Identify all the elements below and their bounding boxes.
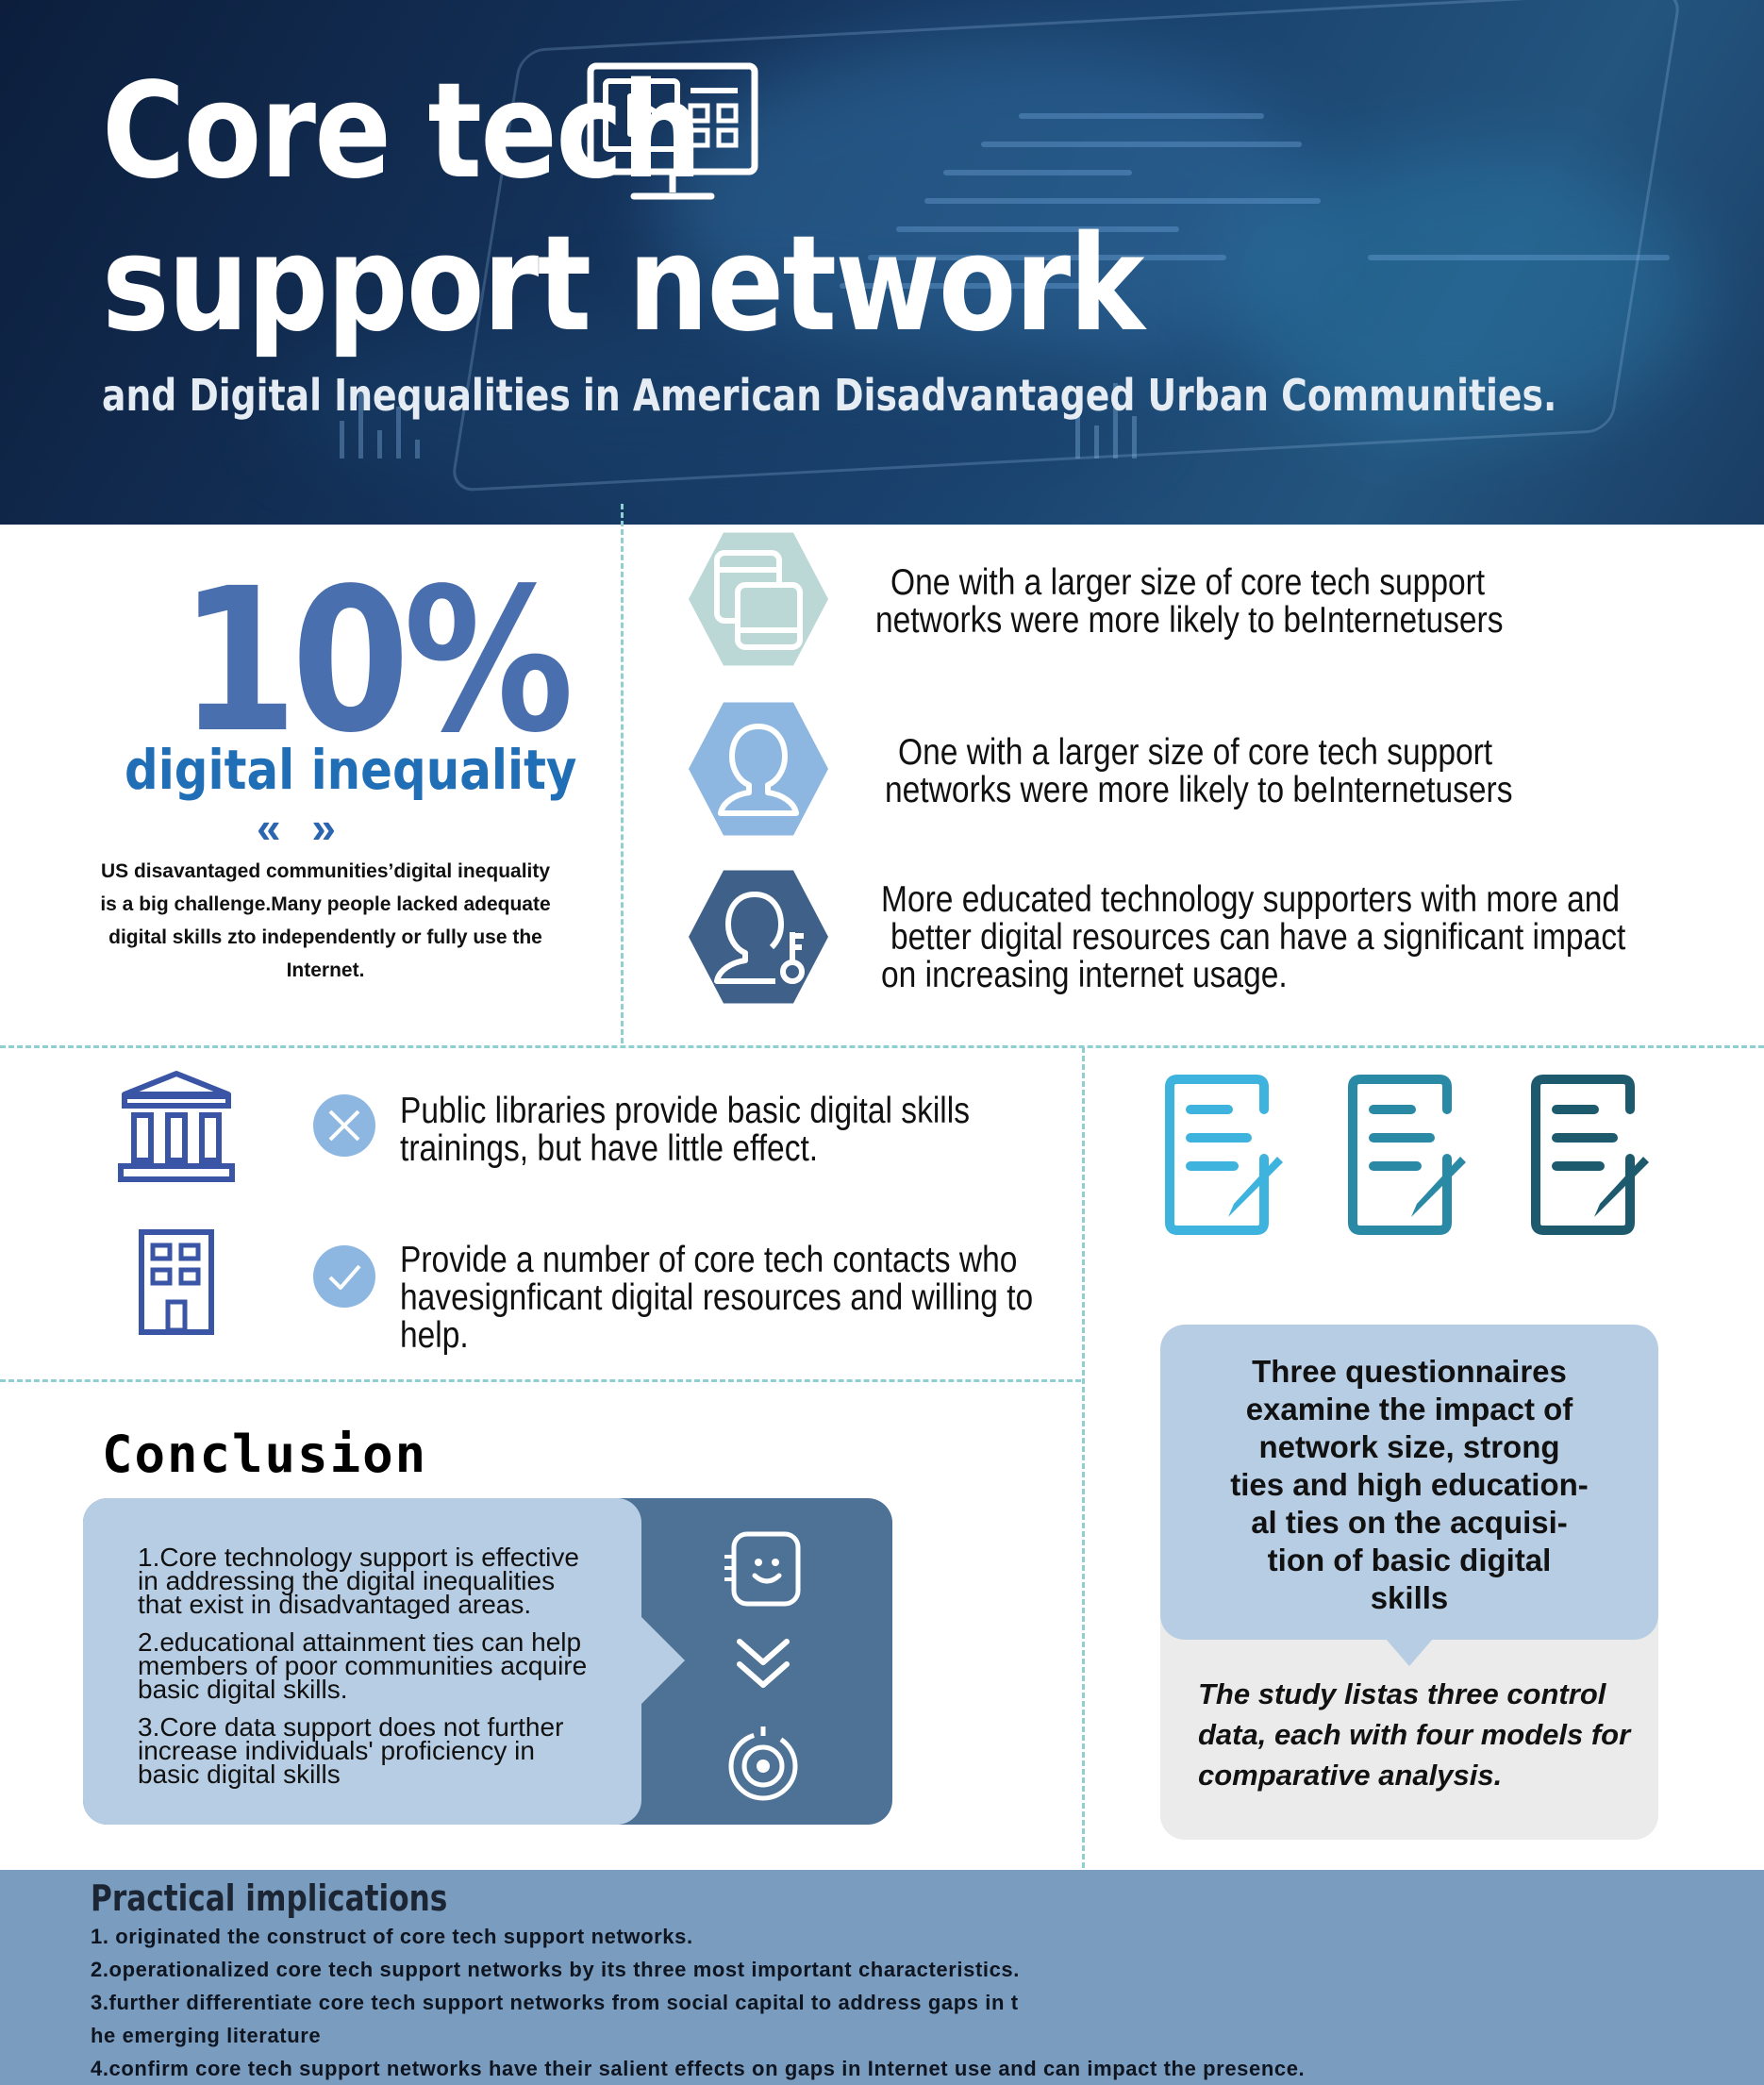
questionnaire-line: examine the impact of bbox=[1245, 1392, 1573, 1426]
finding-3-line1: More educated technology supporters with… bbox=[881, 879, 1621, 920]
finding-2-line1: One with a larger size of core tech supp… bbox=[898, 732, 1493, 773]
implication-item: 3.further differentiate core tech suppor… bbox=[91, 1991, 1019, 2014]
finding-hexagon bbox=[689, 532, 828, 666]
comparison-2-line3: help. bbox=[400, 1315, 469, 1356]
check-icon bbox=[328, 1264, 361, 1290]
divider bbox=[621, 504, 624, 1043]
code-line bbox=[943, 170, 1132, 175]
page-subtitle: and Digital Inequalities in American Dis… bbox=[102, 370, 1557, 421]
finding-1-line1: One with a larger size of core tech supp… bbox=[890, 562, 1486, 603]
divider bbox=[0, 1379, 1081, 1382]
signal-icon bbox=[728, 1726, 798, 1801]
stat-description: US disavantaged communities’digital ineq… bbox=[100, 860, 551, 981]
divider bbox=[0, 1045, 1764, 1048]
study-note-line: comparative analysis. bbox=[1198, 1759, 1503, 1792]
conclusion-item-1: 1.Core technology support is effective i… bbox=[138, 1543, 666, 1619]
callout-pointer bbox=[1385, 1638, 1434, 1666]
finding-hexagon bbox=[689, 870, 828, 1004]
header-glow bbox=[283, 311, 1132, 500]
questionnaire-line: tion of basic digital bbox=[1267, 1543, 1552, 1577]
bar-graphic bbox=[1132, 416, 1137, 459]
face-scan-icon bbox=[724, 1531, 801, 1607]
finding-1-line2: networks were more likely to beInternetu… bbox=[875, 600, 1504, 641]
conclusion-text-panel bbox=[83, 1498, 641, 1825]
questionnaire-icon bbox=[1348, 1075, 1466, 1235]
conclusion-line: members of poor communities acquire bbox=[138, 1651, 588, 1680]
bar-graphic bbox=[1113, 383, 1118, 459]
quote-marks: « » bbox=[257, 803, 345, 852]
bar-graphic bbox=[1075, 402, 1080, 459]
conclusion-line: increase individuals' proficiency in bbox=[138, 1736, 535, 1765]
bar-graphic bbox=[340, 421, 344, 459]
conclusion-heading: Conclusion bbox=[102, 1425, 428, 1484]
questionnaire-icon bbox=[1165, 1075, 1283, 1235]
conclusion-line: basic digital skills. bbox=[138, 1675, 348, 1704]
conclusion-line: basic digital skills bbox=[138, 1760, 341, 1789]
comparison-2-line1: Provide a number of core tech contacts w… bbox=[400, 1240, 1018, 1280]
code-line bbox=[924, 198, 1321, 204]
windows-icon bbox=[714, 550, 803, 650]
chevron-down-icon bbox=[737, 1639, 790, 1688]
monitor-video-icon bbox=[587, 62, 758, 200]
code-line bbox=[840, 283, 1085, 289]
person-icon bbox=[718, 724, 799, 816]
library-icon bbox=[118, 1071, 235, 1182]
questionnaire-description: Three questionnaires examine the impact … bbox=[1198, 1353, 1621, 1617]
bar-graphic bbox=[415, 440, 420, 459]
implication-item: 1. originated the construct of core tech… bbox=[91, 1925, 693, 1948]
implication-item: 2.operationalized core tech support netw… bbox=[91, 1958, 1020, 1981]
finding-hexagon bbox=[689, 702, 828, 836]
conclusion-item-2: 2.educational attainment ties can help m… bbox=[138, 1627, 666, 1704]
stat-label: digital inequality bbox=[125, 738, 577, 802]
finding-3-line3: on increasing internet usage. bbox=[881, 955, 1288, 995]
code-line bbox=[868, 255, 1226, 260]
divider bbox=[1082, 1047, 1085, 1885]
code-line bbox=[1368, 255, 1670, 260]
questionnaire-callout-top bbox=[1160, 1325, 1658, 1640]
conclusion-line: 3.Core data support does not further bbox=[138, 1712, 564, 1742]
bar-graphic bbox=[377, 430, 382, 459]
comparison-1-line1: Public libraries provide basic digital s… bbox=[400, 1091, 970, 1131]
person-key-icon bbox=[714, 892, 805, 984]
study-note-line: The study listas three control bbox=[1198, 1677, 1606, 1710]
header-banner: Core tech support network and Digital In… bbox=[0, 0, 1764, 525]
conclusion-line: 2.educational attainment ties can help bbox=[138, 1627, 582, 1657]
header-glow bbox=[1226, 151, 1698, 434]
conclusion-item-3: 3.Core data support does not further inc… bbox=[138, 1712, 666, 1789]
implications-section: Practical implications 1. originated the… bbox=[0, 1870, 1764, 2085]
questionnaire-line: skills bbox=[1370, 1580, 1449, 1615]
bar-graphic bbox=[358, 392, 363, 459]
study-note: The study listas three control data, eac… bbox=[1198, 1674, 1632, 1795]
comparison-2-line2: havesignficant digital resources and wil… bbox=[400, 1277, 1034, 1318]
bar-graphic bbox=[1094, 425, 1099, 459]
conclusion-line: 1.Core technology support is effective bbox=[138, 1543, 579, 1572]
conclusion-arrow bbox=[640, 1615, 685, 1706]
cross-icon bbox=[328, 1109, 360, 1142]
questionnaire-line: al ties on the acquisi- bbox=[1251, 1505, 1568, 1540]
implication-item: 4.confirm core tech support networks hav… bbox=[91, 2057, 1306, 2080]
implications-heading: Practical implications bbox=[91, 1877, 448, 1919]
conclusion-line: in addressing the digital inequalities bbox=[138, 1566, 556, 1595]
code-line bbox=[1019, 113, 1264, 119]
comparison-1-line2: trainings, but have little effect. bbox=[400, 1128, 819, 1169]
code-line bbox=[896, 226, 1179, 232]
study-note-line: data, each with four models for bbox=[1198, 1718, 1631, 1751]
bar-graphic bbox=[396, 407, 401, 459]
code-line bbox=[981, 142, 1302, 147]
questionnaire-line: Three questionnaires bbox=[1252, 1354, 1567, 1389]
implication-item: he emerging literature bbox=[91, 2024, 322, 2047]
finding-2-line2: networks were more likely to beInternetu… bbox=[885, 770, 1513, 810]
finding-3-line2: better digital resources can have a sign… bbox=[890, 917, 1626, 958]
building-icon bbox=[139, 1229, 214, 1335]
questionnaire-line: network size, strong bbox=[1258, 1429, 1560, 1464]
page-title-line2: support network bbox=[102, 208, 1145, 361]
page-title-line1: Core tech bbox=[102, 55, 703, 208]
status-circle bbox=[313, 1094, 375, 1157]
status-circle bbox=[313, 1245, 375, 1308]
stat-value: 10% bbox=[179, 545, 574, 776]
conclusion-line: that exist in disadvantaged areas. bbox=[138, 1590, 532, 1619]
questionnaire-line: ties and high education- bbox=[1230, 1467, 1589, 1502]
questionnaire-callout: Three questionnaires examine the impact … bbox=[1160, 1325, 1658, 1840]
questionnaire-icon bbox=[1531, 1075, 1649, 1235]
